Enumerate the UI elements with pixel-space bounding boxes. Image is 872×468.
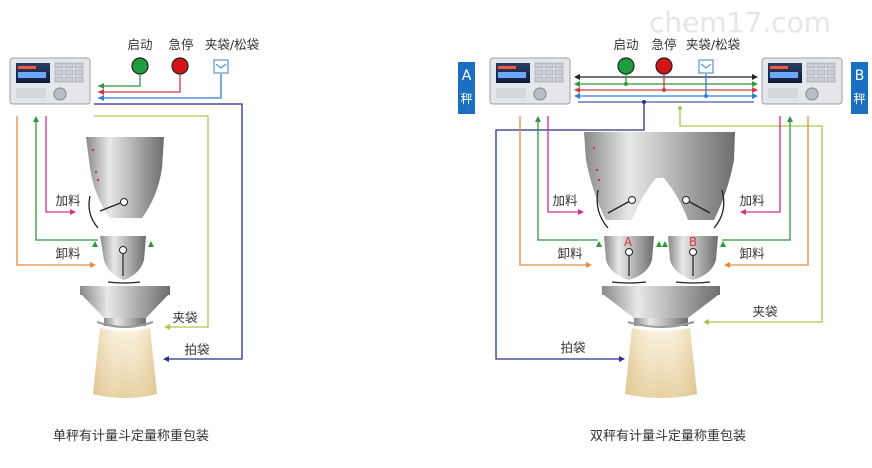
right-estop-button-icon (655, 57, 673, 75)
right-feed-left-label: 加料 (552, 193, 578, 208)
right-clamp-switch-icon (698, 59, 714, 74)
hopper-b-label: B (689, 235, 697, 249)
right-clamp-bag-label: 夹袋 (752, 304, 778, 319)
right-feed-hopper (584, 132, 735, 220)
left-feed-label: 加料 (55, 193, 81, 208)
badge-b-letter: B (855, 68, 865, 84)
right-caption: 双秤有计量斗定量称重包装 (590, 428, 746, 444)
right-bag (625, 328, 697, 398)
right-pat-bag-label: 拍袋 (560, 340, 586, 355)
left-clamp-label: 夹袋/松袋 (205, 37, 260, 52)
right-controller-b-icon (761, 57, 843, 105)
left-pat-bag-label: 拍袋 (184, 342, 210, 357)
right-unload-right-label: 卸料 (739, 246, 765, 261)
right-bag-funnel (602, 286, 720, 326)
left-clamp-bag-label: 夹袋 (172, 310, 198, 325)
left-bag-funnel (80, 286, 170, 326)
badge-a: A 秤 (458, 62, 475, 114)
left-weigh-hopper (92, 236, 154, 284)
left-start-button-icon (131, 57, 149, 75)
left-unload-label: 卸料 (55, 246, 81, 261)
left-feed-hopper (86, 137, 164, 218)
right-start-label: 启动 (613, 37, 638, 52)
right-diagram: A 秤 B 秤 (458, 37, 868, 444)
right-start-button-icon (617, 57, 635, 75)
badge-b-sub: 秤 (853, 92, 865, 106)
left-controller-icon (9, 57, 91, 105)
left-caption: 单秤有计量斗定量称重包装 (53, 428, 209, 444)
left-estop-label: 急停 (168, 37, 193, 52)
right-unload-left-label: 卸料 (557, 246, 583, 261)
left-clamp-switch-icon (213, 59, 229, 74)
right-feed-right-label: 加料 (739, 193, 765, 208)
right-estop-label: 急停 (651, 37, 676, 52)
left-diagram: 启动 急停 夹袋/松袋 (9, 37, 260, 444)
hopper-a-label: A (624, 235, 633, 249)
left-bag (93, 328, 157, 398)
right-weigh-hopper-a (596, 236, 662, 284)
right-controller-a-icon (489, 57, 571, 105)
left-start-label: 启动 (127, 37, 152, 52)
right-weigh-hopper-b (662, 236, 726, 284)
right-clamp-label: 夹袋/松袋 (686, 37, 741, 52)
left-estop-button-icon (171, 57, 189, 75)
badge-b: B 秤 (851, 62, 868, 114)
watermark-text: chem17.com (649, 6, 831, 39)
badge-a-sub: 秤 (460, 92, 472, 106)
badge-a-letter: A (462, 68, 472, 84)
